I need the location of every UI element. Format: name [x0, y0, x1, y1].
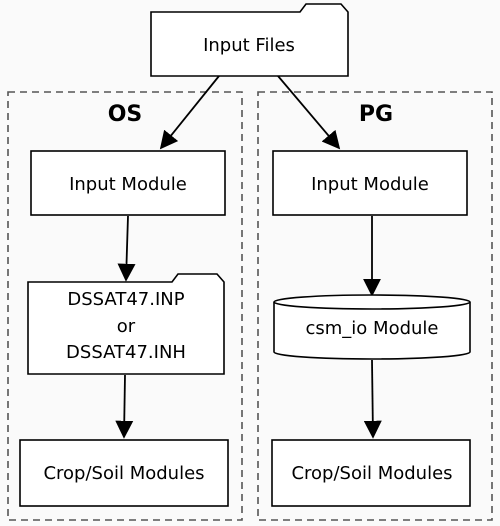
group-os-border — [7, 91, 243, 521]
node-os-input-module: Input Module — [30, 150, 226, 216]
group-pg: PG — [257, 91, 493, 521]
node-input-files: Input Files — [150, 3, 349, 77]
node-os-input-module-box — [30, 150, 226, 216]
edge-os-input-to-dssat — [117, 215, 136, 282]
node-pg-crop-soil: Crop/Soil Modules — [271, 439, 471, 507]
node-os-dssat-line1: DSSAT47.INP — [67, 289, 184, 310]
edge-dssat-to-os-cropsoil — [115, 374, 134, 439]
cylinder-body — [273, 302, 471, 360]
node-pg-input-module: Input Module — [272, 150, 468, 216]
edge-csmio-to-pg-cropsoil — [363, 359, 382, 439]
node-pg-csmio: csm_io Module — [273, 294, 471, 360]
cylinder-database-icon — [273, 294, 471, 360]
group-os: OS — [7, 91, 243, 521]
group-os-title: OS — [108, 102, 143, 127]
node-os-dssat-line2: or — [117, 316, 136, 337]
node-pg-csmio-label: csm_io Module — [306, 318, 439, 339]
folder-tab-file-icon — [150, 3, 349, 77]
node-input-files-label: Input Files — [203, 35, 295, 56]
node-os-dssat-line3: DSSAT47.INH — [66, 342, 186, 363]
node-pg-input-module-label: Input Module — [311, 174, 429, 195]
node-pg-crop-soil-label: Crop/Soil Modules — [291, 463, 452, 484]
node-pg-crop-soil-box — [271, 439, 471, 507]
edge-inputfiles-to-pg-input — [277, 75, 341, 150]
node-os-dssat-file: DSSAT47.INP or DSSAT47.INH — [27, 273, 225, 375]
group-pg-title: PG — [359, 102, 393, 127]
cylinder-top — [273, 294, 471, 310]
node-pg-input-module-box — [272, 150, 468, 216]
node-os-crop-soil: Crop/Soil Modules — [19, 439, 229, 507]
node-os-crop-soil-box — [19, 439, 229, 507]
node-os-input-module-label: Input Module — [69, 174, 187, 195]
edges — [115, 75, 382, 439]
edge-inputfiles-to-os-input — [159, 75, 220, 150]
group-pg-border — [257, 91, 493, 521]
node-os-crop-soil-label: Crop/Soil Modules — [43, 463, 204, 484]
folder-tab-file-icon — [27, 273, 225, 375]
